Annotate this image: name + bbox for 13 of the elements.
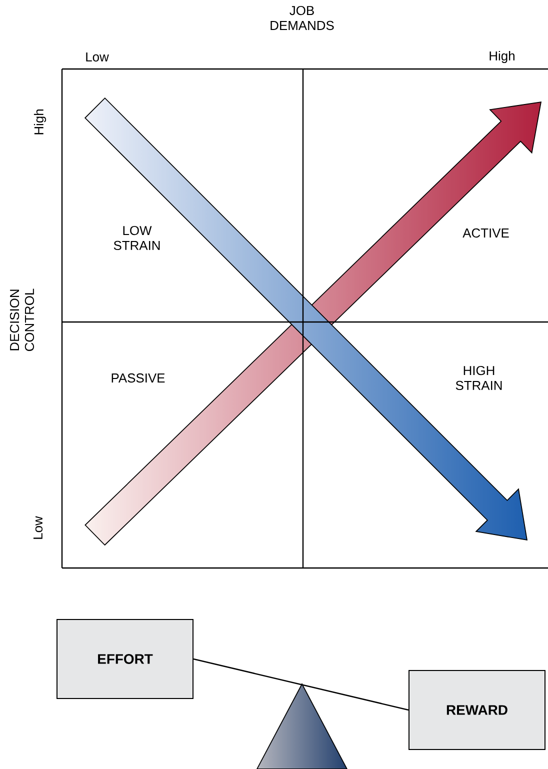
axis-label: High [490,50,514,64]
quadrant-label: PASSIVE [112,373,165,383]
quadrant-label: ACTIVE [462,228,509,238]
axis-label: High [34,110,46,134]
axis-label: Low [33,516,43,539]
quadrant-label: HIGH STRAIN [456,366,502,390]
axis-title: JOB DEMANDS [270,6,334,30]
label-box: REWARD [408,670,546,750]
axis-label: Low [86,52,109,62]
label-box: EFFORT [56,619,194,699]
lever-beam [193,658,409,711]
quadrant-label: LOW STRAIN [114,226,160,250]
axis-title: DECISION CONTROL [10,288,34,351]
